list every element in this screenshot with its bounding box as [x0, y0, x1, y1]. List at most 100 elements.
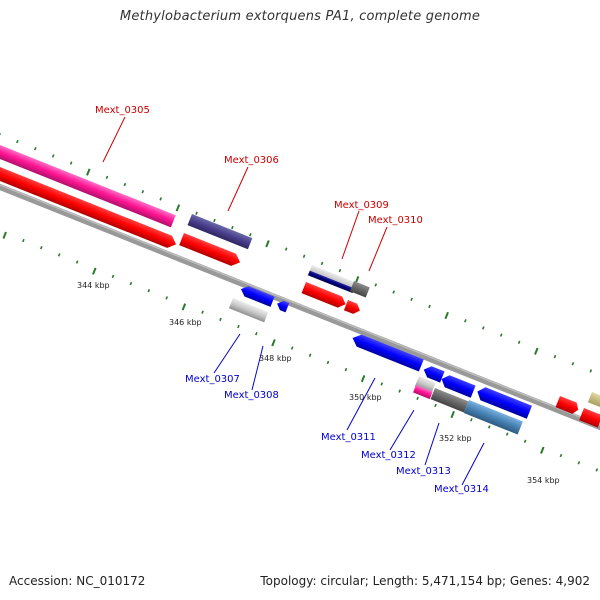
tick-outer	[392, 290, 395, 294]
tick-outer	[481, 326, 485, 330]
tick-inner	[523, 439, 527, 443]
kbp-label-354: 354 kbp	[527, 476, 560, 485]
tick-outer	[302, 254, 306, 258]
map-title: Methylobacterium extorquens PA1, complet…	[119, 9, 481, 24]
topology-text: Topology: circular; Length: 5,471,154 bp…	[260, 574, 590, 588]
tick-inner	[434, 403, 437, 408]
genome-backbone	[0, 183, 600, 431]
kbp-label-346: 346 kbp	[169, 318, 202, 327]
kbp-label-348: 348 kbp	[259, 354, 292, 363]
kbp-labels: 344 kbp 346 kbp 348 kbp 350 kbp 352 kbp …	[77, 281, 560, 485]
tick-inner	[308, 353, 312, 357]
label-Mext-0313[interactable]: Mext_0313	[396, 466, 451, 477]
cds-next-1[interactable]	[555, 396, 581, 415]
cds-0313[interactable]	[439, 373, 476, 398]
tick-outer	[33, 147, 37, 151]
tick-inner	[22, 238, 25, 243]
gene-Mext-0313[interactable]	[430, 388, 469, 413]
cds-next-2[interactable]	[579, 408, 600, 428]
gene-next-1[interactable]	[587, 392, 600, 408]
label-Mext-0311[interactable]: Mext_0311	[321, 432, 376, 443]
cds-0308[interactable]	[275, 299, 290, 313]
tick-outer	[410, 297, 413, 301]
tick-inner	[57, 253, 61, 257]
label-Mext-0307[interactable]: Mext_0307	[185, 374, 240, 385]
gene-Mext-0306[interactable]	[187, 214, 253, 250]
gene-Mext-0307[interactable]	[228, 298, 269, 323]
forward-features	[0, 141, 600, 428]
label-Mext-0314[interactable]: Mext_0314	[434, 484, 489, 495]
tick-outer	[428, 304, 431, 309]
tick-inner	[147, 289, 151, 293]
tick-row-inner	[2, 231, 599, 472]
tick-outer	[534, 347, 539, 355]
forward-gene-labels: Mext_0305 Mext_0306 Mext_0309 Mext_0310	[95, 105, 423, 226]
gene-Mext-0310[interactable]	[349, 281, 370, 298]
tick-outer	[517, 340, 521, 344]
forward-leader-lines	[102, 116, 388, 272]
tick-inner	[470, 418, 473, 422]
tick-inner	[290, 346, 294, 350]
tick-inner	[344, 367, 348, 372]
tick-outer	[444, 311, 449, 320]
kbp-label-352: 352 kbp	[439, 434, 472, 443]
tick-outer	[141, 190, 145, 194]
tick-outer	[284, 247, 288, 251]
tick-inner	[271, 339, 276, 347]
tick-inner	[219, 317, 222, 322]
tick-outer	[123, 182, 127, 187]
tick-outer	[499, 333, 503, 337]
tick-inner	[326, 360, 330, 365]
label-Mext-0308[interactable]: Mext_0308	[224, 390, 279, 401]
gene-Mext-0305[interactable]	[0, 141, 176, 228]
kbp-label-344: 344 kbp	[77, 281, 110, 290]
tick-outer	[69, 161, 73, 165]
tick-outer	[320, 261, 324, 266]
label-Mext-0306[interactable]: Mext_0306	[224, 155, 279, 166]
tick-inner	[39, 246, 43, 250]
tick-inner	[92, 267, 97, 275]
label-Mext-0309[interactable]: Mext_0309	[334, 200, 389, 211]
tick-row-outer	[0, 133, 593, 373]
gene-Mext-0314[interactable]	[463, 400, 523, 435]
cds-0309[interactable]	[301, 282, 348, 310]
tick-outer	[16, 139, 19, 144]
tick-outer	[105, 175, 109, 180]
tick-inner	[540, 446, 545, 454]
tick-outer	[265, 240, 270, 248]
tick-outer	[195, 211, 198, 215]
tick-inner	[416, 396, 419, 400]
tick-outer	[374, 283, 378, 287]
tick-outer	[213, 218, 216, 223]
tick-inner	[2, 231, 7, 239]
tick-inner	[450, 410, 455, 419]
cds-0305[interactable]	[0, 163, 178, 250]
cds-0311[interactable]	[350, 332, 424, 372]
reverse-gene-labels: Mext_0307 Mext_0308 Mext_0311 Mext_0312 …	[185, 374, 489, 495]
gene-Mext-0312-rna[interactable]	[414, 376, 436, 393]
tick-outer	[589, 369, 593, 373]
label-Mext-0310[interactable]: Mext_0310	[368, 215, 423, 226]
label-Mext-0305[interactable]: Mext_0305	[95, 105, 150, 116]
gene-Mext-0312[interactable]	[413, 385, 433, 400]
cds-0314[interactable]	[475, 385, 532, 419]
cds-0306[interactable]	[179, 233, 242, 268]
tick-inner	[255, 332, 258, 336]
cds-0312[interactable]	[422, 364, 445, 383]
tick-outer	[86, 168, 91, 176]
label-Mext-0312[interactable]: Mext_0312	[361, 450, 416, 461]
tick-inner	[165, 296, 169, 300]
kbp-label-350: 350 kbp	[349, 393, 382, 402]
gene-Mext-0309[interactable]	[307, 270, 355, 294]
tick-inner	[201, 310, 204, 314]
tick-outer	[159, 197, 163, 201]
tick-inner	[111, 274, 115, 279]
tick-inner	[487, 425, 491, 429]
cds-0307[interactable]	[239, 284, 275, 307]
tick-inner	[129, 281, 133, 286]
cds-0310[interactable]	[343, 300, 362, 316]
tick-inner	[559, 453, 563, 458]
reverse-features	[228, 284, 532, 435]
tick-outer	[175, 204, 181, 212]
